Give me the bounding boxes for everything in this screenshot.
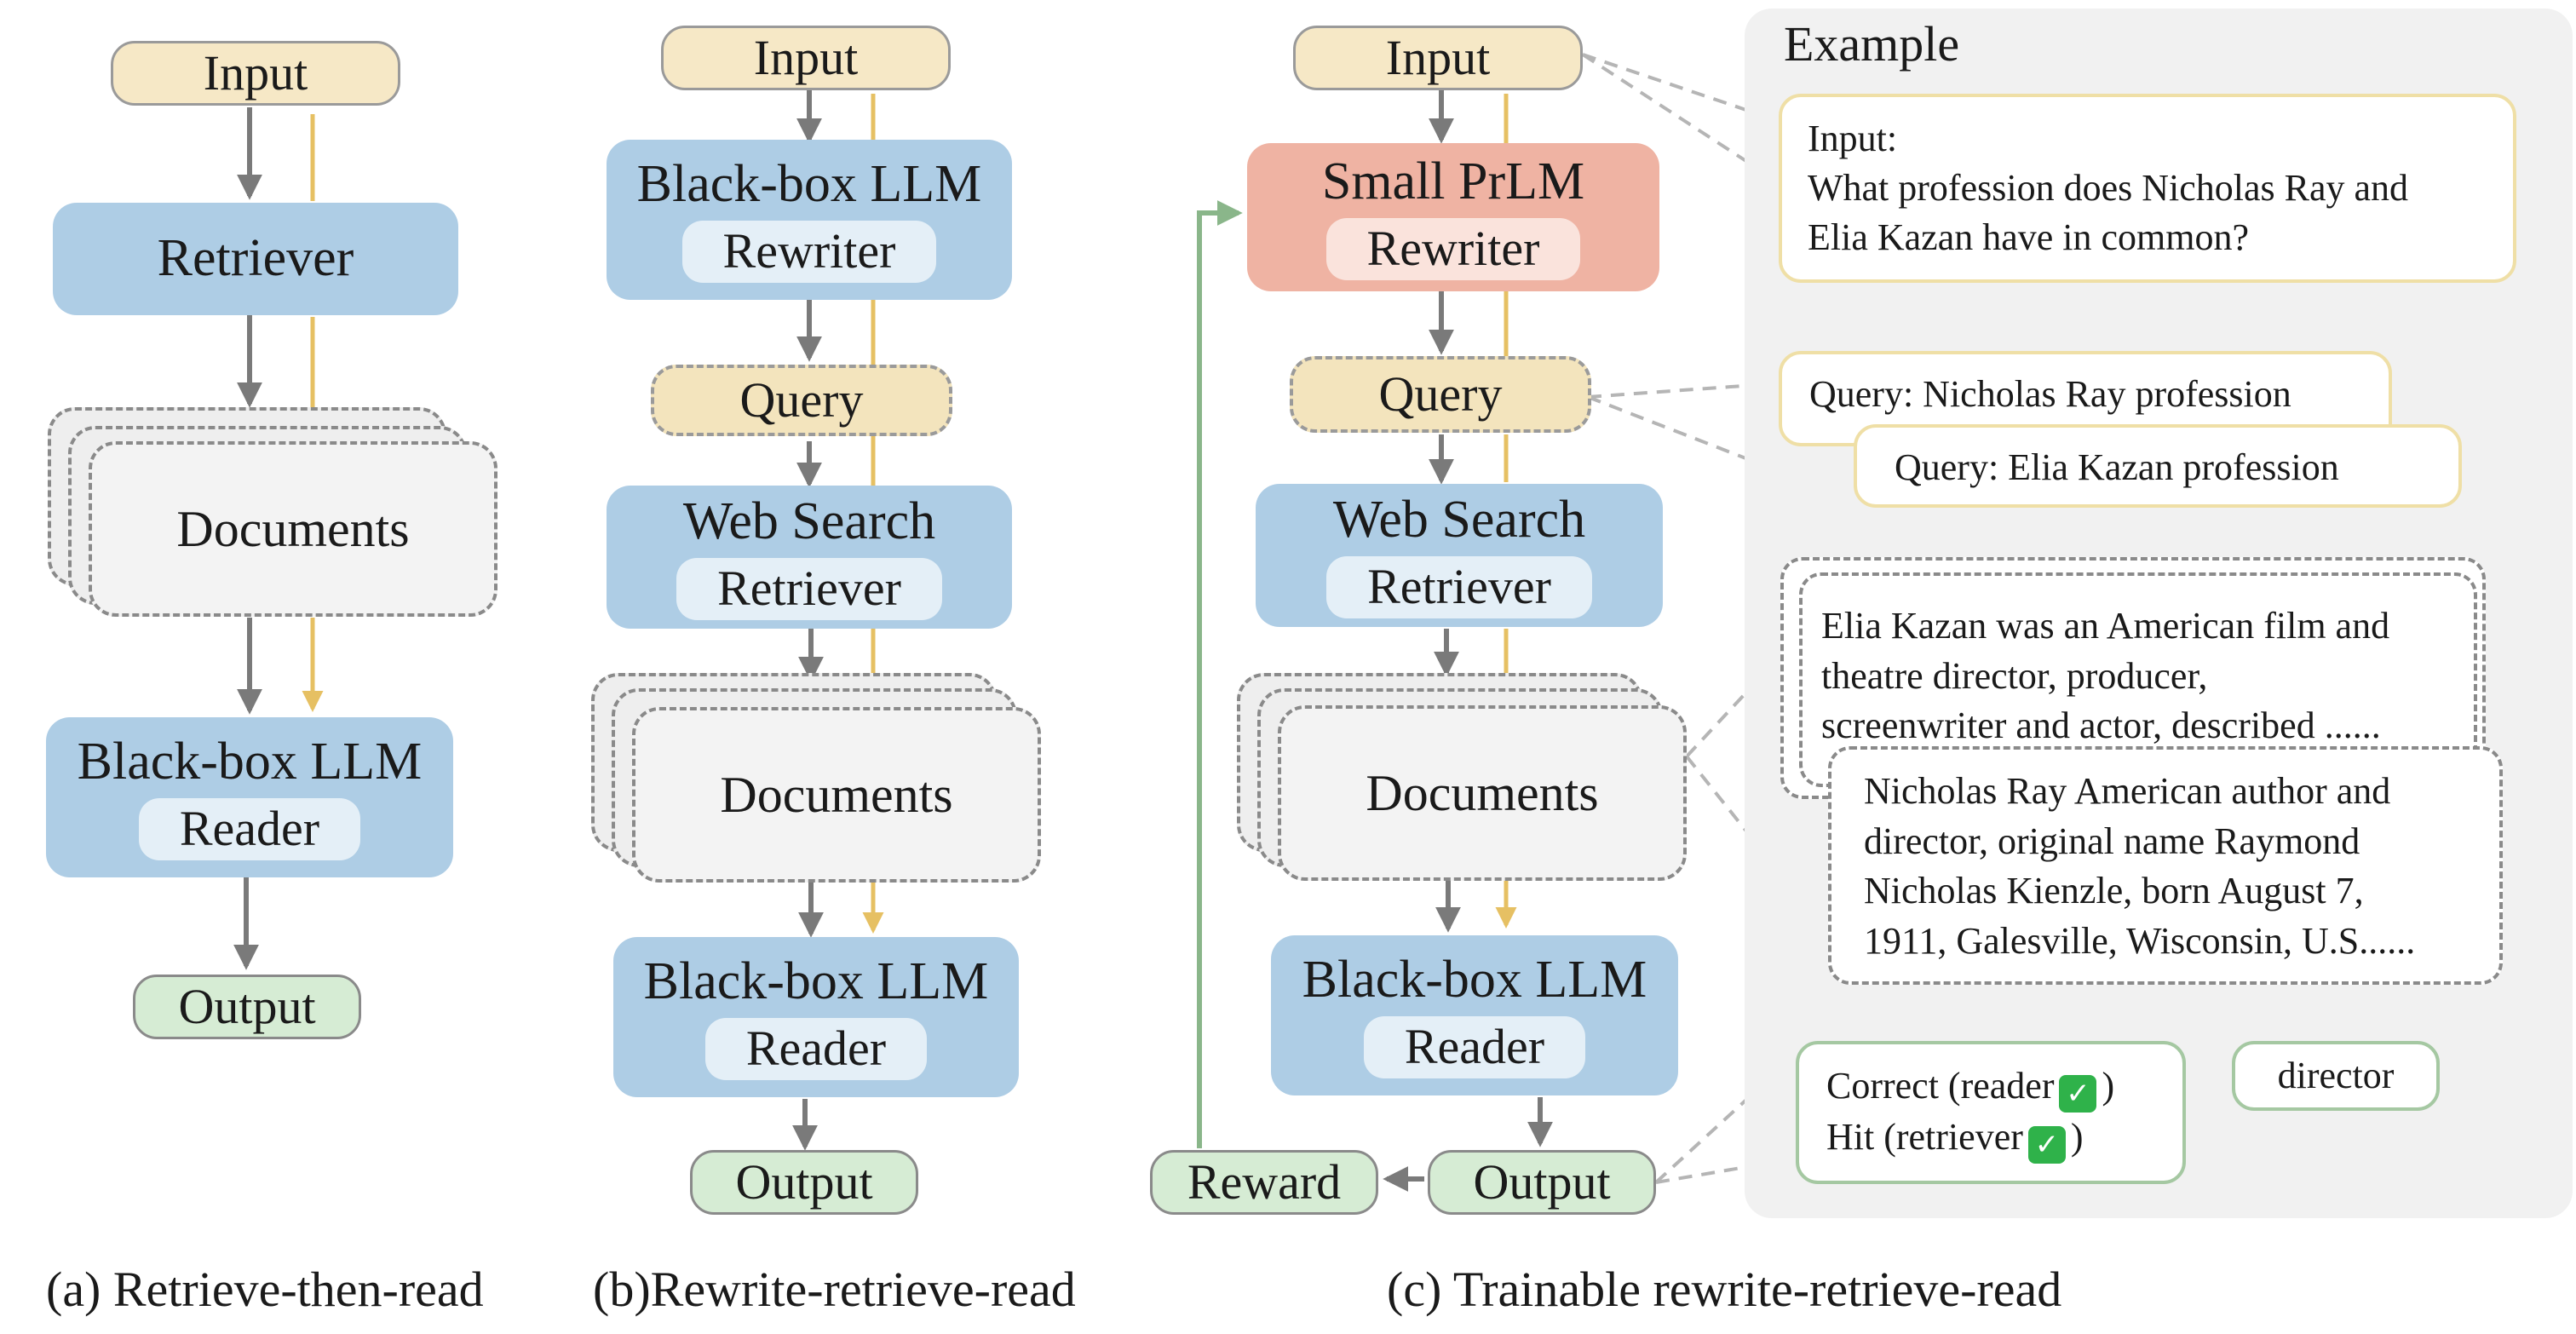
panel-a-reader-label: Reader <box>138 798 361 860</box>
panel-b-web-search: Web Search Retriever <box>607 486 1012 629</box>
panel-a-input: Input <box>111 41 400 106</box>
panel-c-input: Input <box>1293 26 1583 90</box>
panel-c-caption: (c) Trainable rewrite-retrieve-read <box>1387 1262 2062 1317</box>
example-input-card: Input: What profession does Nicholas Ray… <box>1779 94 2516 283</box>
example-hit-close: ) <box>2070 1116 2084 1158</box>
panel-c-rewriter-label: Rewriter <box>1325 218 1581 280</box>
panel-b-arrows <box>792 90 824 1151</box>
panel-c-query: Query <box>1290 356 1591 433</box>
panel-c-web-search-title: Web Search <box>1332 491 1586 549</box>
example-hit-label: Hit (retriever <box>1826 1116 2023 1158</box>
panel-a-output-label: Output <box>178 978 316 1034</box>
panel-b-output: Output <box>690 1150 918 1215</box>
panel-a-retriever-label: Retriever <box>157 229 354 288</box>
panel-b-input: Input <box>661 26 951 90</box>
check-icon: ✓ <box>2059 1075 2097 1113</box>
panel-a-caption: (a) Retrieve-then-read <box>46 1262 484 1317</box>
panel-b-query-label: Query <box>739 371 864 428</box>
panel-c-reader-label: Reader <box>1363 1016 1586 1078</box>
example-correct-label: Correct (reader <box>1826 1065 2055 1107</box>
panel-b-caption: (b)Rewrite-retrieve-read <box>593 1262 1076 1317</box>
panel-c-output: Output <box>1428 1150 1656 1215</box>
panel-c-reward-label: Reward <box>1187 1153 1342 1210</box>
panel-a-documents: Documents <box>89 441 497 617</box>
example-query-1: Query: Nicholas Ray profession <box>1809 373 2291 415</box>
example-correct-close: ) <box>2102 1065 2115 1107</box>
panel-c-reader-title: Black-box LLM <box>1302 951 1647 1009</box>
panel-b-web-search-label: Retriever <box>676 558 942 620</box>
panel-a-documents-label: Documents <box>176 500 410 557</box>
example-eval-card: Correct (reader✓) Hit (retriever✓) <box>1796 1041 2186 1184</box>
panel-c-reader: Black-box LLM Reader <box>1271 935 1678 1095</box>
panel-c-input-label: Input <box>1385 29 1491 85</box>
example-doc-1-line-1: Elia Kazan was an American film and <box>1821 605 2390 647</box>
example-input-label: Input: <box>1808 118 1898 159</box>
example-doc-2-line-4: 1911, Galesville, Wisconsin, U.S...... <box>1864 919 2416 962</box>
panel-c-documents-label: Documents <box>1366 764 1599 821</box>
panel-b-reader-title: Black-box LLM <box>643 952 989 1010</box>
panel-c-reward: Reward <box>1150 1150 1378 1215</box>
panel-b-documents-label: Documents <box>720 766 953 823</box>
check-icon: ✓ <box>2027 1126 2066 1164</box>
panel-a-arrows <box>233 107 262 970</box>
panel-c-output-label: Output <box>1473 1153 1611 1210</box>
panel-b-input-label: Input <box>753 29 859 85</box>
example-query-card-2: Query: Elia Kazan profession <box>1854 424 2462 508</box>
example-answer-card: director <box>2232 1041 2440 1111</box>
panel-b-reader-label: Reader <box>704 1018 928 1080</box>
panel-b-reader: Black-box LLM Reader <box>613 937 1019 1097</box>
panel-a-output: Output <box>133 975 361 1039</box>
panel-a-input-label: Input <box>203 44 308 101</box>
panel-a-retriever: Retriever <box>53 203 458 315</box>
panel-c-documents: Documents <box>1278 705 1687 881</box>
panel-c-query-label: Query <box>1378 365 1503 422</box>
example-title: Example <box>1784 16 1960 72</box>
example-doc-card-2: Nicholas Ray American author and directo… <box>1828 746 2503 985</box>
example-hit-row: Hit (retriever✓) <box>1826 1113 2155 1164</box>
panel-c-rewriter: Small PrLM Rewriter <box>1247 143 1659 291</box>
panel-b-documents: Documents <box>632 707 1041 883</box>
example-correct-row: Correct (reader✓) <box>1826 1061 2155 1113</box>
panel-a-reader-title: Black-box LLM <box>77 733 423 791</box>
panel-b-rewriter-title: Black-box LLM <box>636 155 982 213</box>
reward-feedback-arrow <box>1197 200 1243 1148</box>
panel-c-arrows <box>1383 90 1553 1192</box>
panel-b-rewriter: Black-box LLM Rewriter <box>607 140 1012 300</box>
example-doc-1-line-2: theatre director, producer, <box>1821 654 2208 697</box>
example-doc-2-line-3: Nicholas Kienzle, born August 7, <box>1864 870 2364 912</box>
example-doc-2-line-2: director, original name Raymond <box>1864 819 2360 862</box>
panel-c-web-search-label: Retriever <box>1326 556 1592 618</box>
panel-c-web-search: Web Search Retriever <box>1256 484 1663 627</box>
panel-b-web-search-title: Web Search <box>682 492 936 550</box>
example-doc-2-line-1: Nicholas Ray American author and <box>1864 770 2391 812</box>
panel-c-rewriter-title: Small PrLM <box>1321 152 1585 210</box>
panel-b-output-label: Output <box>735 1153 873 1210</box>
panel-b-query: Query <box>651 365 952 436</box>
panel-a-reader: Black-box LLM Reader <box>46 717 453 877</box>
example-input-line-1: What profession does Nicholas Ray and <box>1808 167 2409 210</box>
panel-b-rewriter-label: Rewriter <box>681 221 937 283</box>
example-answer: director <box>2277 1054 2395 1096</box>
example-input-line-2: Elia Kazan have in common? <box>1808 216 2250 259</box>
example-doc-1-line-3: screenwriter and actor, described ...... <box>1821 704 2381 747</box>
example-query-2: Query: Elia Kazan profession <box>1895 446 2339 488</box>
